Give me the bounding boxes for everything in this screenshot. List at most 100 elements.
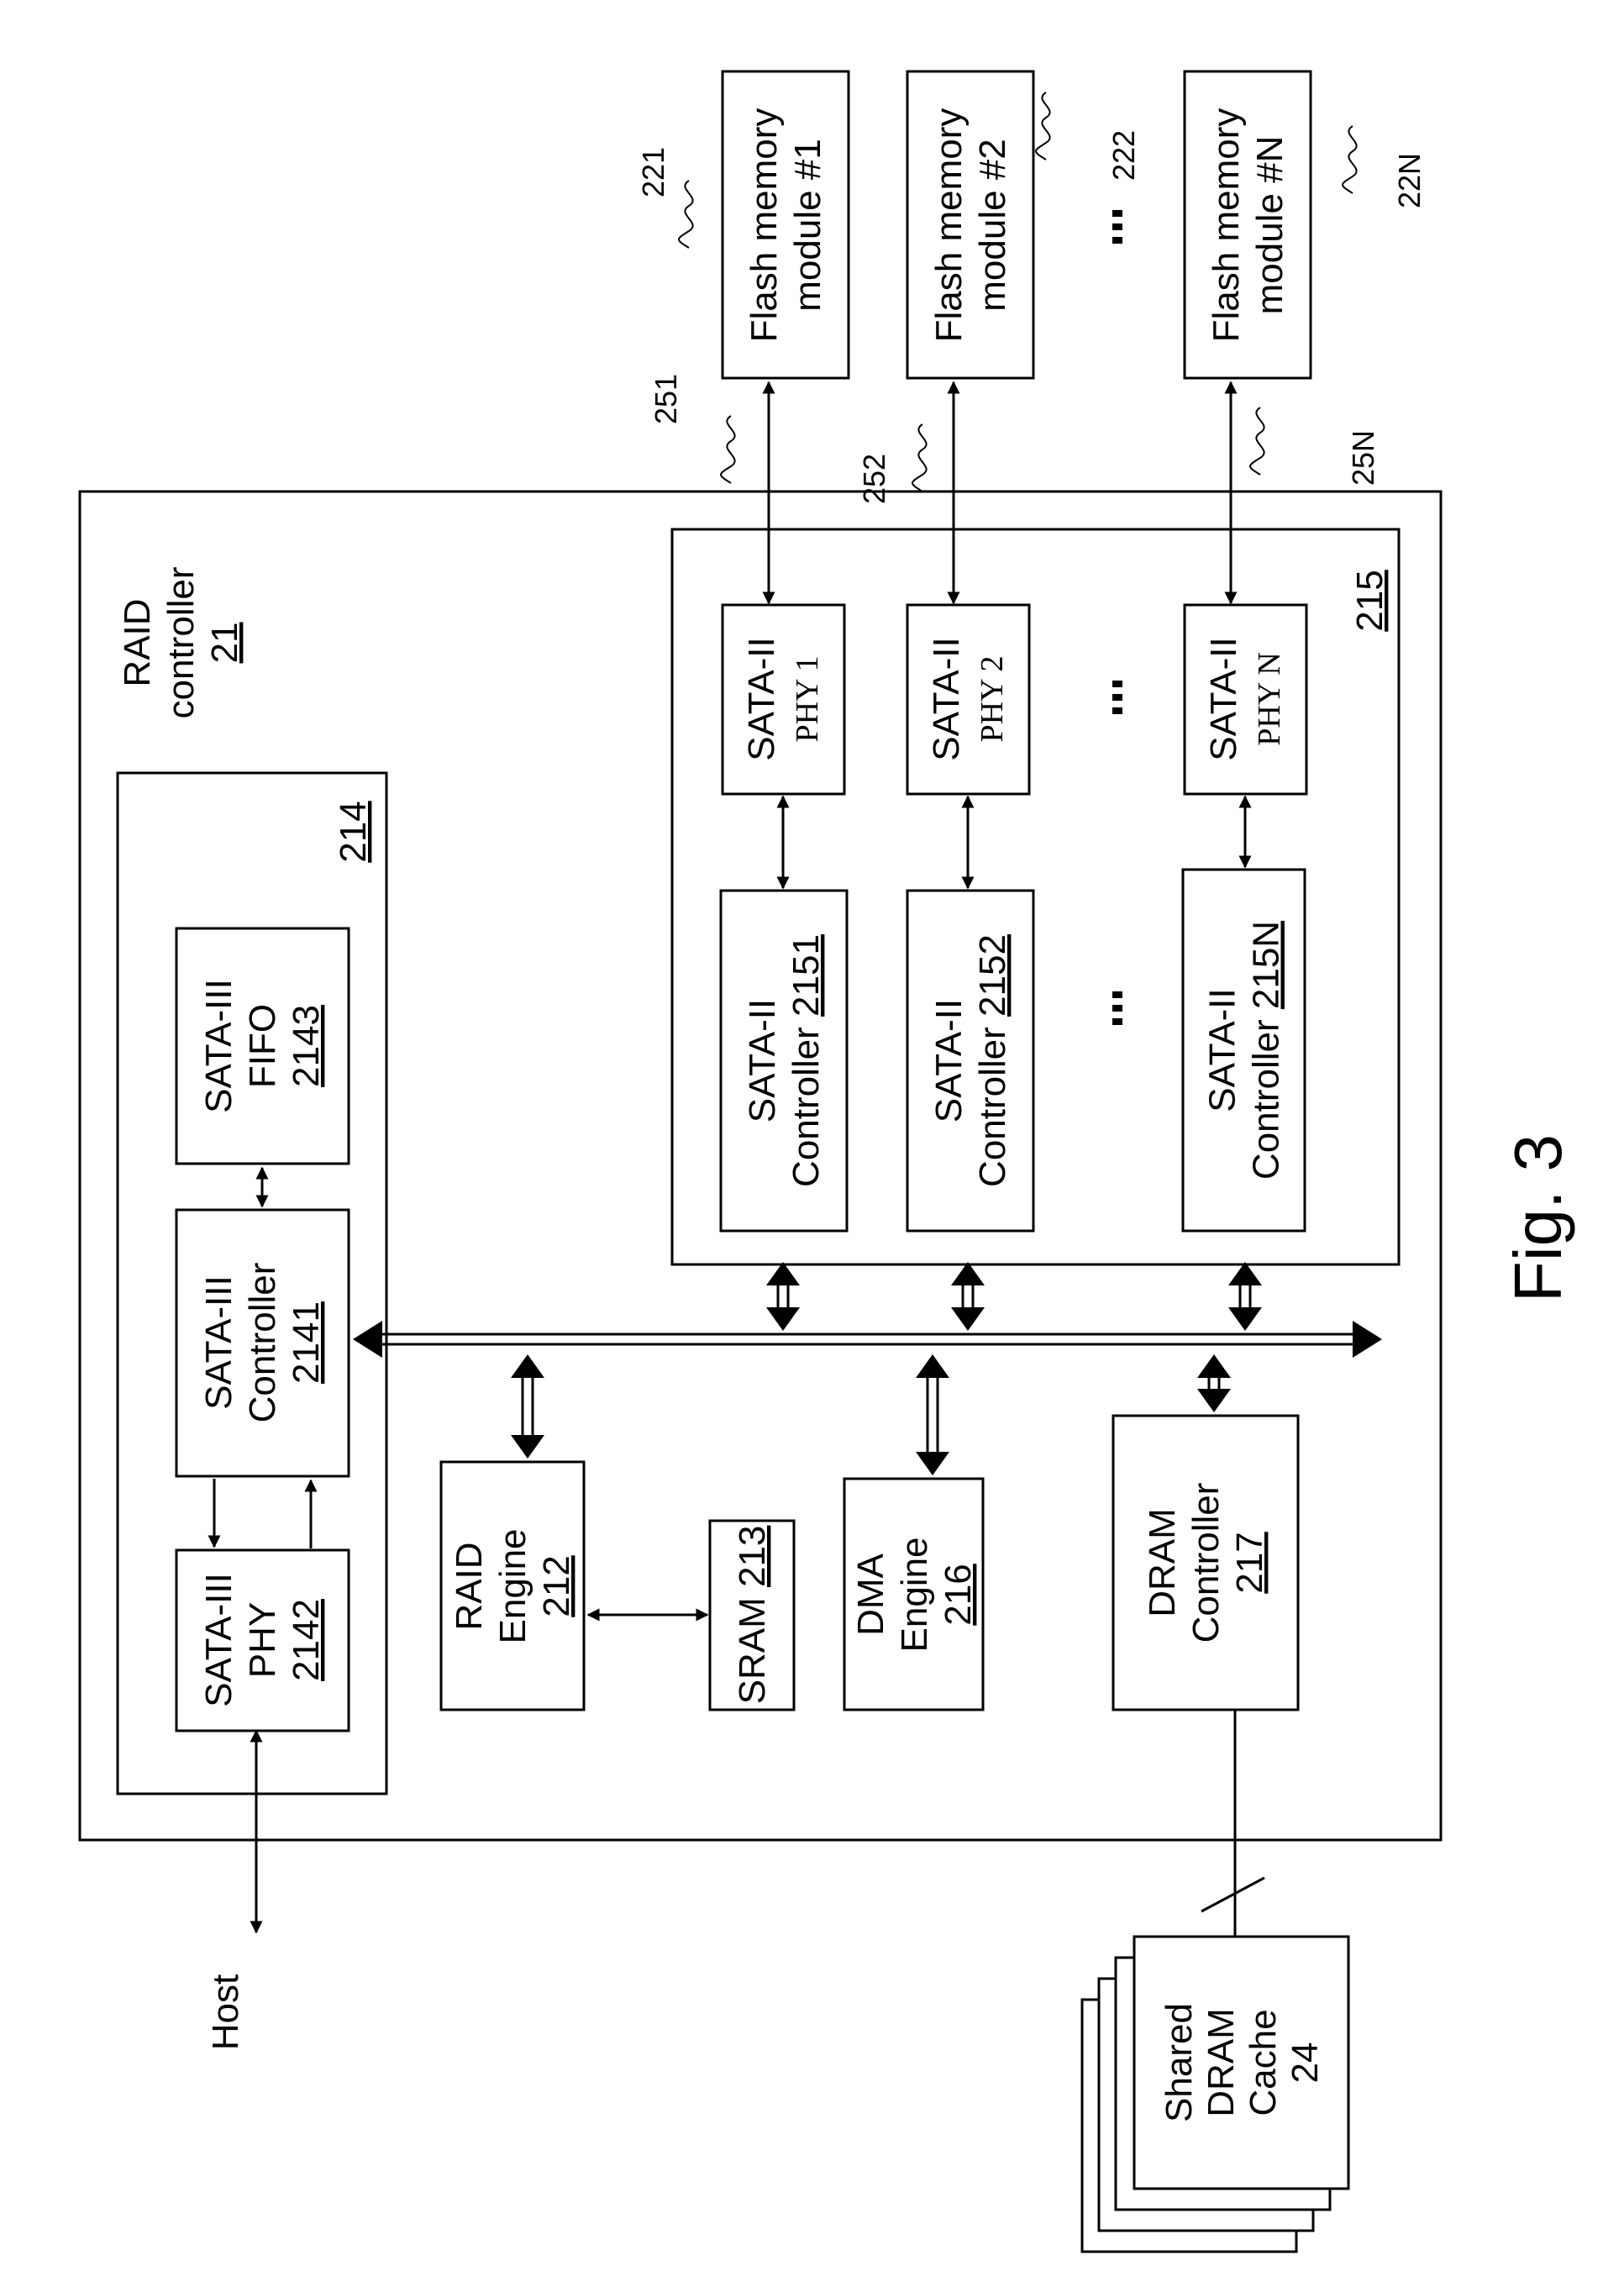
raid-controller-ref: 21 <box>204 623 245 664</box>
link-ref-label-2: 252 <box>857 454 891 504</box>
flash-ref-label-1: 221 <box>636 147 670 197</box>
dma-engine-label-2: Engine <box>894 1537 935 1652</box>
sram-name: SRAM <box>732 1597 773 1704</box>
sata3-controller-ref: 2141 <box>286 1301 327 1384</box>
sata2-controller-word: Controller <box>972 1027 1013 1187</box>
raid-engine-label: RAID <box>449 1542 490 1630</box>
figure-caption: Fig. 3 <box>1500 1134 1575 1302</box>
link-ref-1: 251 <box>649 374 683 424</box>
flash-ref-squiggle-2 <box>1036 92 1050 160</box>
dram-cache-slash <box>1201 1878 1264 1911</box>
dram-cache-label: Shared <box>1159 2003 1200 2122</box>
dram-controller-label: DRAM <box>1142 1508 1183 1617</box>
raid-controller-label: RAIDcontroller21 <box>117 567 245 719</box>
sata2-controller-ref: 215N <box>1246 921 1287 1009</box>
sata2-controller-space <box>1246 1009 1287 1019</box>
flash-module-label: Flash memory <box>744 108 785 343</box>
link-ref-label-3: 25N <box>1346 430 1380 486</box>
sata3-controller-label-2: Controller <box>242 1263 283 1423</box>
flash-module-label: Flash memory <box>1206 108 1247 343</box>
sram-label: SRAM 213 <box>732 1526 773 1705</box>
link-ref-squiggle-3 <box>1250 407 1264 475</box>
bus-raid-engine-link <box>511 1354 544 1459</box>
sata2-controller-label-2: Controller 215N <box>1246 921 1287 1180</box>
sata2-controller-word: Controller <box>1246 1019 1287 1180</box>
sata2-phy-label-2: PHY N <box>1252 652 1287 746</box>
sata3-fifo-label-2: FIFO <box>242 1004 283 1088</box>
sata3-phy-ref: 2142 <box>286 1599 327 1681</box>
group-215-ref: 215 <box>1349 570 1390 631</box>
flash-ref-label-3: 22N <box>1392 153 1427 208</box>
flash-module-label: Flash memory <box>928 108 970 343</box>
system-bus <box>353 1321 1382 1358</box>
dram-cache-ref: 24 <box>1285 2042 1326 2084</box>
link-ref-3: 25N <box>1346 430 1380 486</box>
link-ref-squiggle-1 <box>721 416 735 483</box>
flash-module-box-3 <box>1185 71 1311 378</box>
flash-ellipsis <box>1112 210 1122 244</box>
controller-ellipsis <box>1112 991 1122 1025</box>
dram-cache-label-3: Cache <box>1243 2009 1284 2116</box>
sram-ref: 213 <box>732 1526 773 1587</box>
bus-sata2-link-1 <box>766 1262 800 1331</box>
sata3-phy-label-2: PHY <box>242 1602 283 1678</box>
bus-dma-engine-link <box>916 1354 949 1475</box>
dma-engine-label: DMA <box>850 1553 891 1635</box>
flash-module-label-2: module #N <box>1249 136 1290 315</box>
flash-ref-3: 22N <box>1392 153 1427 208</box>
flash-ref-label-2: 222 <box>1106 130 1141 181</box>
sata2-phy-label: SATA-II <box>1203 637 1244 761</box>
flash-module-label-2: module #1 <box>787 139 828 311</box>
sata2-controller-label: SATA-II <box>928 999 970 1123</box>
group-214-label: 214 <box>333 801 374 862</box>
sata3-controller-label: SATA-III <box>198 1275 239 1410</box>
flash-ref-squiggle-1 <box>679 181 693 248</box>
sata2-controller-word: Controller <box>786 1027 827 1187</box>
flash-module-box-2 <box>907 71 1033 378</box>
sata2-phy-label: SATA-II <box>741 637 782 761</box>
dram-cache-label-2: DRAM <box>1201 2008 1242 2117</box>
sata2-controller-space <box>786 1017 827 1027</box>
figure-caption-text: Fig. 3 <box>1500 1134 1575 1302</box>
phy-ellipsis <box>1112 681 1122 714</box>
dram-controller-ref: 217 <box>1229 1532 1270 1593</box>
sata2-controller-label: SATA-II <box>742 999 783 1123</box>
sram-space <box>732 1587 773 1597</box>
sram-text: SRAM 213 <box>732 1526 773 1705</box>
link-ref-2: 252 <box>857 454 891 504</box>
link-ref-label-1: 251 <box>649 374 683 424</box>
sata2-controller-box-1 <box>721 891 847 1231</box>
sata2-phy-label: SATA-II <box>926 637 967 761</box>
sata2-phy-label-2: PHY 1 <box>790 655 825 742</box>
flash-ref-1: 221 <box>636 147 670 197</box>
link-ref-squiggle-2 <box>912 424 927 492</box>
bus-sata2-link-3 <box>1228 1262 1262 1331</box>
sata2-phy-label-2: PHY 2 <box>975 655 1010 742</box>
sata2-controller-space <box>972 1017 1013 1027</box>
sata2-controller-label-2: Controller 2151 <box>786 934 827 1187</box>
sata3-phy-label: SATA-III <box>198 1573 239 1707</box>
flash-module-label-2: module #2 <box>972 139 1013 311</box>
sata3-fifo-label: SATA-III <box>198 979 239 1113</box>
host-text: Host <box>205 1974 246 2050</box>
bus-dram-controller-link <box>1197 1354 1231 1412</box>
raid-engine-ref: 212 <box>536 1555 577 1616</box>
sata2-controller-ref: 2151 <box>786 934 827 1017</box>
raid-controller-title-2: controller <box>160 567 202 719</box>
flash-module-box-1 <box>723 71 849 378</box>
sata2-controller-ref: 2152 <box>972 934 1013 1017</box>
group-214-ref: 214 <box>333 801 374 862</box>
host-label: Host <box>205 1974 246 2050</box>
raid-controller-title: RAID <box>117 598 158 686</box>
raid-engine-label-2: Engine <box>492 1528 533 1643</box>
dram-controller-label-2: Controller <box>1185 1483 1227 1643</box>
sata3-fifo-ref: 2143 <box>286 1005 327 1087</box>
group-215-label: 215 <box>1349 570 1390 631</box>
sata2-controller-box-2 <box>907 891 1033 1231</box>
flash-ref-squiggle-3 <box>1343 126 1357 193</box>
sata2-controller-label: SATA-II <box>1202 988 1243 1112</box>
sata2-controller-label-2: Controller 2152 <box>972 934 1013 1187</box>
bus-sata2-link-2 <box>951 1262 985 1331</box>
flash-ref-2: 222 <box>1106 130 1141 181</box>
